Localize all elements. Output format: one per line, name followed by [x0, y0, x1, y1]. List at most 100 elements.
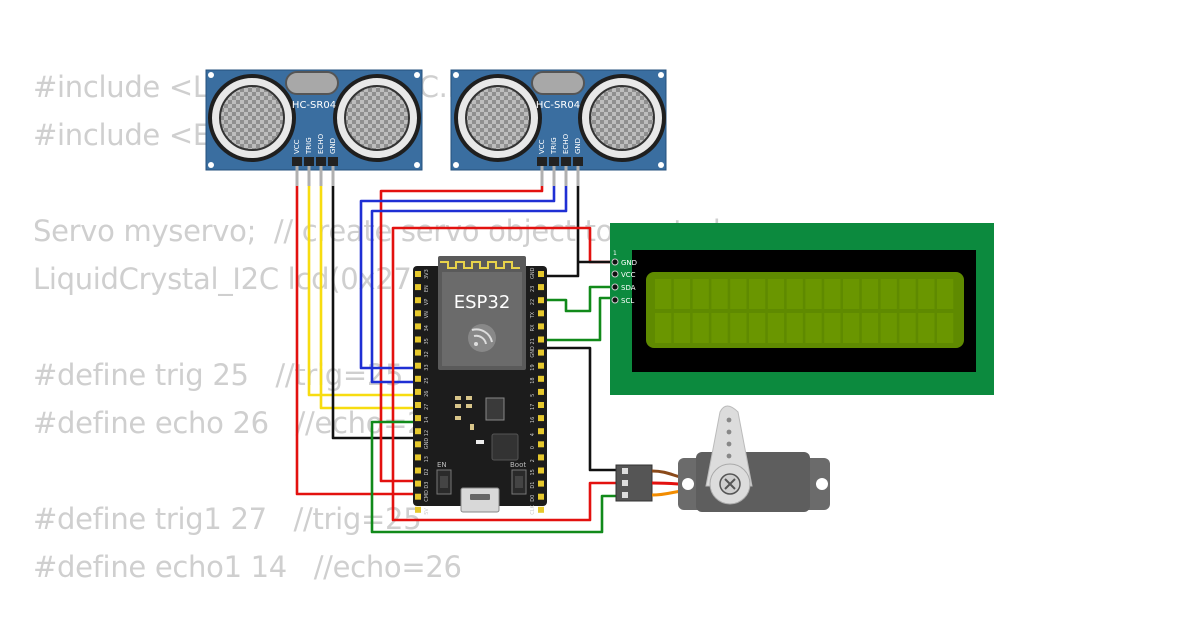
- esp32-pin[interactable]: [538, 375, 544, 382]
- pin-label: ECHO: [317, 133, 325, 154]
- esp32-pin[interactable]: [538, 323, 544, 330]
- esp32-pin[interactable]: [415, 323, 421, 330]
- lcd-cell: [786, 279, 803, 309]
- esp32-pin[interactable]: [415, 362, 421, 369]
- esp32-pin[interactable]: [415, 349, 421, 356]
- esp32-pin[interactable]: [415, 454, 421, 461]
- esp32-pin[interactable]: [538, 284, 544, 291]
- esp32-pin[interactable]: [415, 271, 421, 277]
- esp32-pin[interactable]: [538, 310, 544, 317]
- wire-servo-gnd[interactable]: [540, 346, 620, 472]
- esp32-pin[interactable]: [538, 441, 544, 448]
- esp32-pin[interactable]: [538, 388, 544, 395]
- wire-servo-signal[interactable]: [370, 420, 620, 534]
- esp32-pin-label: 16: [530, 417, 536, 423]
- esp32-pin-label: 2: [530, 459, 536, 462]
- lcd-cell: [786, 313, 803, 343]
- wire-vcc[interactable]: [295, 186, 418, 496]
- esp32-pin-label: 0: [530, 446, 536, 449]
- lcd-pin-label: VCC: [621, 271, 636, 279]
- en-button[interactable]: [436, 469, 452, 495]
- esp32-pin[interactable]: [538, 271, 544, 277]
- wires: [295, 186, 620, 534]
- esp32-pin[interactable]: [415, 480, 421, 487]
- esp32-pin[interactable]: [415, 506, 421, 513]
- esp32-pin-label: 35: [424, 338, 430, 344]
- esp32-pin-label: 17: [530, 404, 536, 410]
- esp32-pin-label: 4: [530, 433, 536, 436]
- servo-horn[interactable]: [705, 405, 753, 505]
- lcd-cell: [749, 279, 766, 309]
- boot-label: Boot: [510, 461, 526, 469]
- esp32-pin-label: 3V3: [424, 269, 430, 279]
- lcd-cell: [843, 279, 860, 309]
- esp32-pin[interactable]: [538, 297, 544, 304]
- sensor-label: HC-SR04: [536, 100, 580, 111]
- ultrasonic-sensor-2[interactable]: HC-SR04 VCC TRIG ECHO GND: [450, 69, 667, 186]
- esp32-pin[interactable]: [415, 493, 421, 500]
- wire-lcd-sda[interactable]: [540, 285, 614, 313]
- wire-lcd-scl[interactable]: [540, 296, 614, 342]
- esp32-pin[interactable]: [415, 284, 421, 291]
- esp32-pin[interactable]: [538, 506, 544, 513]
- pin-label: GND: [329, 138, 337, 154]
- ultrasonic-sensor-1[interactable]: HC-SR04 VCC TRIG ECHO GND: [205, 69, 423, 186]
- lcd-cell: [918, 279, 935, 309]
- esp32-pin[interactable]: [538, 480, 544, 487]
- lcd-cell: [767, 279, 785, 309]
- wire-echo[interactable]: [319, 186, 418, 410]
- pin-label: VCC: [538, 139, 546, 154]
- esp32-pin[interactable]: [415, 388, 421, 395]
- pin-label: GND: [574, 138, 582, 154]
- wire-gnd[interactable]: [540, 186, 580, 278]
- esp32-pin[interactable]: [538, 362, 544, 369]
- lcd-display[interactable]: 1 GND VCC SDA SCL: [610, 223, 994, 395]
- esp32-pin[interactable]: [415, 375, 421, 382]
- lcd-cell: [730, 279, 747, 309]
- esp32-pin[interactable]: [415, 297, 421, 304]
- esp32-pin[interactable]: [538, 428, 544, 435]
- pin1-marker: 1: [613, 250, 617, 257]
- servo-motor[interactable]: [615, 405, 830, 512]
- esp32-pin[interactable]: [415, 467, 421, 474]
- wire-trig[interactable]: [359, 186, 556, 370]
- transducer-left: [454, 74, 542, 162]
- lcd-cell: [843, 313, 860, 343]
- wire-trig[interactable]: [307, 186, 418, 397]
- esp32-pin[interactable]: [415, 441, 421, 448]
- lcd-pin-label: SCL: [621, 297, 634, 305]
- wire-gnd[interactable]: [331, 186, 418, 440]
- esp32-pin[interactable]: [415, 310, 421, 317]
- usb-port-icon: [460, 487, 500, 513]
- lcd-cell: [673, 279, 691, 309]
- esp32-pin-label: CLK: [530, 505, 536, 515]
- esp32-pin[interactable]: [538, 336, 544, 343]
- esp32-pin[interactable]: [415, 402, 421, 408]
- esp32-pin[interactable]: [415, 415, 421, 422]
- esp32-board[interactable]: ESP32 3V3ENVPVN343532332526271412GND13D2…: [413, 256, 547, 515]
- esp32-pin-label: EN: [424, 285, 430, 292]
- esp32-pin[interactable]: [415, 336, 421, 343]
- lcd-cell: [805, 313, 822, 343]
- lcd-cell: [730, 313, 747, 343]
- lcd-cell: [655, 279, 672, 309]
- esp32-pin-label: 5: [530, 394, 536, 397]
- lcd-character-grid: [655, 279, 954, 343]
- esp32-pin[interactable]: [538, 493, 544, 500]
- esp32-pin-label: 27: [424, 404, 430, 410]
- esp32-pin[interactable]: [538, 467, 544, 474]
- boot-button[interactable]: [511, 469, 527, 495]
- transducer-right: [333, 74, 421, 162]
- lcd-cell: [711, 279, 728, 309]
- right-pin-header: [538, 271, 544, 513]
- esp32-pin[interactable]: [538, 349, 544, 356]
- esp32-pin[interactable]: [538, 454, 544, 461]
- lcd-cell: [937, 279, 954, 309]
- lcd-cell: [692, 279, 709, 309]
- esp32-pin[interactable]: [538, 415, 544, 422]
- esp32-pin[interactable]: [538, 402, 544, 408]
- wire-servo-vcc[interactable]: [391, 481, 620, 522]
- esp32-pin[interactable]: [415, 428, 421, 435]
- wire-echo[interactable]: [370, 186, 568, 384]
- esp32-pin-label: TX: [530, 311, 536, 319]
